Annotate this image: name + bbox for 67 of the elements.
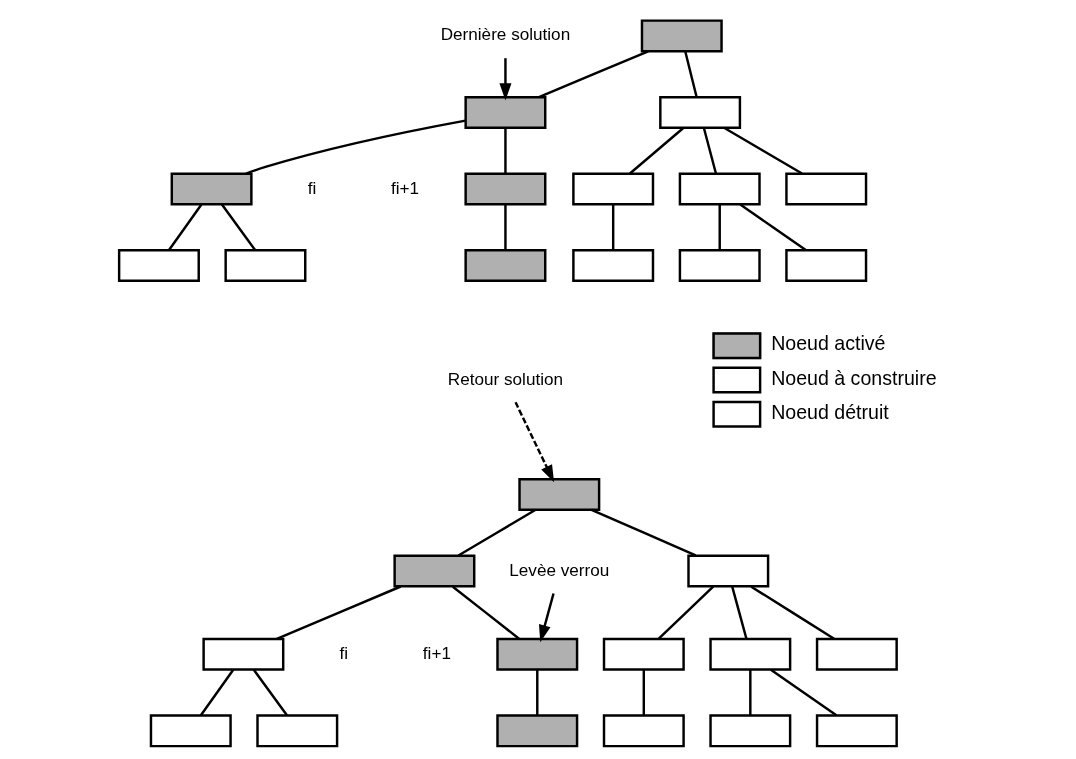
connector [657,585,714,640]
connector [275,584,401,640]
node-box [640,18,723,52]
connector [611,204,614,250]
connector [535,669,538,715]
node-box [678,171,761,206]
connector [167,203,202,251]
label: fi [339,642,348,663]
label: fi [307,177,316,198]
node-box [708,637,791,671]
connector [642,669,645,715]
node-box [149,713,232,747]
connector [702,127,717,174]
node-text: Dernière solution [440,23,570,44]
node-box [602,637,685,671]
connector [199,668,234,716]
node-box [495,637,578,671]
node-box [686,553,769,588]
connector [451,585,520,640]
node-box [117,248,200,282]
label: fi+1 [390,177,419,198]
connector [252,668,288,716]
connector [750,585,835,640]
connector [245,118,466,175]
node-box [658,95,741,129]
node-box [571,171,654,206]
node-box [201,637,284,671]
node-box [517,477,600,511]
arrow [498,57,511,100]
node-box [784,171,867,206]
arrow [538,592,555,642]
node-box [602,713,685,747]
label: fi+1 [422,642,451,663]
node-box [784,248,867,282]
connector [718,204,721,250]
legend-label: Noeud détruit [770,400,889,423]
node-box [255,713,338,747]
node-box [571,248,654,282]
connector [538,49,649,98]
node-box [223,248,306,282]
connector [739,203,806,251]
node-box [815,637,898,671]
legend-label: Noeud à construire [770,366,937,389]
connector [457,508,536,557]
node-box [708,713,791,747]
connector [628,126,684,174]
connector [503,127,507,174]
node-box [495,713,578,747]
legend-label: Noeud activé [770,331,885,354]
node-box [170,171,253,206]
arrow [513,401,554,482]
node-text: Retour solution [447,368,563,389]
connector [769,668,837,716]
connector [590,508,696,557]
connector [723,126,803,175]
node-box [463,248,546,282]
connector [220,203,256,251]
node-box [463,171,546,206]
node-box [463,95,546,129]
connector [503,204,507,250]
connector [730,585,748,639]
node-box [392,553,475,588]
connector [683,50,698,97]
node-box [815,713,898,747]
connector [748,669,752,715]
node-box [678,248,761,282]
node-text: Levèe verrou [508,559,609,580]
